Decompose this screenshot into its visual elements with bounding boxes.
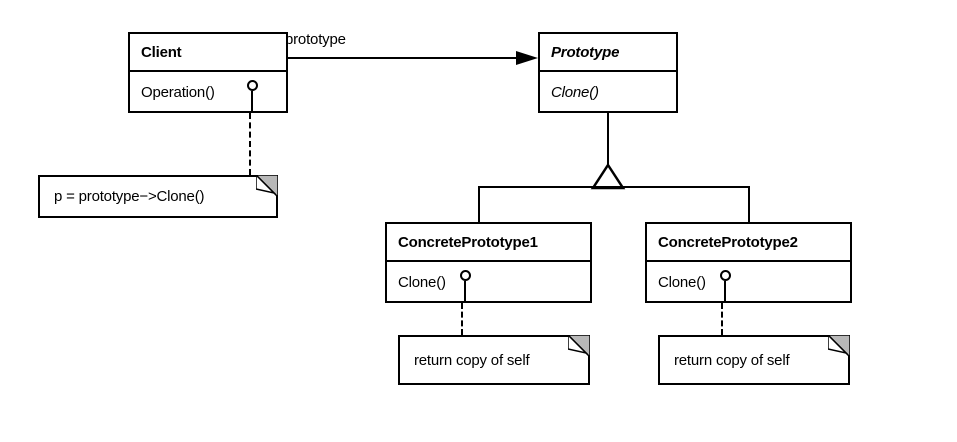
note-anchor-dashed-line-cp1 bbox=[461, 303, 463, 335]
class-operations-compartment-prototype: Clone() bbox=[540, 72, 676, 113]
class-operations-compartment-client: Operation() bbox=[130, 72, 286, 113]
operation-label-client-operation: Operation() bbox=[141, 84, 215, 101]
lollipop-icon-cp1-clone bbox=[460, 270, 471, 281]
class-box-concrete-prototype-2[interactable]: ConcretePrototype2 Clone() bbox=[645, 222, 852, 303]
class-name-prototype: Prototype bbox=[551, 43, 620, 61]
lollipop-icon-client-operation bbox=[247, 80, 258, 91]
class-name-concrete-prototype-2: ConcretePrototype2 bbox=[658, 233, 798, 251]
class-name-compartment-concrete-prototype-1: ConcretePrototype1 bbox=[387, 224, 590, 262]
association-label-prototype: prototype bbox=[285, 31, 346, 48]
arrowhead-icon-association bbox=[516, 51, 538, 65]
class-name-concrete-prototype-1: ConcretePrototype1 bbox=[398, 233, 538, 251]
inheritance-triangle-icon bbox=[590, 163, 626, 190]
lollipop-stem-cp2-clone bbox=[724, 281, 726, 301]
class-name-compartment-prototype: Prototype bbox=[540, 34, 676, 72]
note-anchor-dashed-line-cp2 bbox=[721, 303, 723, 335]
class-operations-compartment-concrete-prototype-1: Clone() bbox=[387, 262, 590, 303]
operation-label-prototype-clone: Clone() bbox=[551, 84, 599, 101]
association-line-client-prototype bbox=[288, 57, 528, 59]
generalization-horizontal-bar bbox=[478, 186, 750, 188]
note-box-concrete-prototype-1[interactable]: return copy of self bbox=[398, 335, 590, 385]
operation-label-cp2-clone: Clone() bbox=[658, 274, 706, 291]
generalization-stem-vertical bbox=[607, 113, 609, 165]
class-box-prototype[interactable]: Prototype Clone() bbox=[538, 32, 678, 113]
note-text-concrete-prototype-2: return copy of self bbox=[674, 351, 790, 369]
lollipop-icon-cp2-clone bbox=[720, 270, 731, 281]
note-box-client[interactable]: p = prototype−>Clone() bbox=[38, 175, 278, 218]
class-box-client[interactable]: Client Operation() bbox=[128, 32, 288, 113]
class-name-client: Client bbox=[141, 43, 182, 61]
class-name-compartment-client: Client bbox=[130, 34, 286, 72]
lollipop-stem-client-operation bbox=[251, 91, 253, 111]
generalization-drop-concrete-prototype-2 bbox=[748, 186, 750, 224]
note-anchor-dashed-line-client bbox=[249, 113, 251, 175]
folded-corner-icon-note-cp1 bbox=[568, 335, 590, 357]
class-operations-compartment-concrete-prototype-2: Clone() bbox=[647, 262, 850, 303]
note-text-client: p = prototype−>Clone() bbox=[54, 188, 205, 205]
operation-label-cp1-clone: Clone() bbox=[398, 274, 446, 291]
class-name-compartment-concrete-prototype-2: ConcretePrototype2 bbox=[647, 224, 850, 262]
note-box-concrete-prototype-2[interactable]: return copy of self bbox=[658, 335, 850, 385]
folded-corner-icon-note-cp2 bbox=[828, 335, 850, 357]
generalization-drop-concrete-prototype-1 bbox=[478, 186, 480, 224]
lollipop-stem-cp1-clone bbox=[464, 281, 466, 301]
class-box-concrete-prototype-1[interactable]: ConcretePrototype1 Clone() bbox=[385, 222, 592, 303]
folded-corner-icon-note-client bbox=[256, 175, 278, 197]
note-text-concrete-prototype-1: return copy of self bbox=[414, 351, 530, 369]
